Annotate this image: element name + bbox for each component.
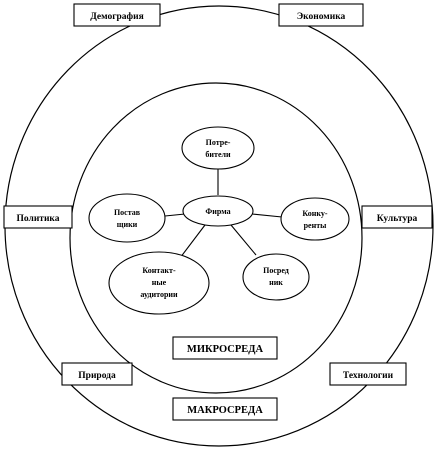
factor-politics: Политика [16,214,59,224]
factor-technology-box: Технологии [329,362,407,386]
node-consumers-line-1: Потре- [206,138,231,147]
factor-culture-box: Культура [361,205,433,229]
factor-nature-box: Природа [61,362,133,386]
factor-demography: Демография [90,11,144,22]
node-contact-audiences-line-3: аудитории [140,290,178,299]
connector-suppliers [164,213,186,217]
node-suppliers-line-2: щики [117,220,138,229]
factor-nature: Природа [78,371,116,381]
connector-competitors [251,213,283,218]
macro-title: МАКРОСРЕДА [187,405,263,416]
node-consumers-line-2: бители [205,150,231,159]
node-intermediaries: Посред ник [242,253,310,301]
node-contact-audiences-line-2: ные [152,278,167,287]
micro-title-box: МИКРОСРЕДА [172,336,278,360]
factor-demography-box: Демография [73,3,161,27]
node-intermediaries-line-2: ник [269,278,283,287]
micro-environment-ellipse [69,82,363,394]
node-firm-label: Фирма [205,207,230,216]
factor-culture: Культура [377,214,418,224]
connector-intermediaries [230,224,257,256]
node-firm: Фирма [182,195,254,227]
node-suppliers-line-1: Постав [114,208,141,217]
factor-economy-box: Экономика [278,3,364,27]
node-competitors-line-1: Конку- [302,209,328,218]
connector-lines [164,168,283,259]
node-suppliers: Постав щики [88,193,166,243]
macro-title-box: МАКРОСРЕДА [172,397,278,421]
factor-technology: Технологии [343,371,394,381]
connector-contact-audiences [179,224,206,259]
node-consumers: Потре- бители [181,126,255,170]
micro-title: МИКРОСРЕДА [187,344,264,355]
node-contact-audiences: Контакт- ные аудитории [108,251,210,315]
node-contact-audiences-line-1: Контакт- [142,266,176,275]
factor-economy: Экономика [297,12,346,22]
node-competitors-line-2: ренты [304,221,328,230]
node-intermediaries-line-1: Посред [263,266,289,275]
factor-politics-box: Политика [3,205,73,229]
node-competitors: Конку- ренты [280,197,350,241]
